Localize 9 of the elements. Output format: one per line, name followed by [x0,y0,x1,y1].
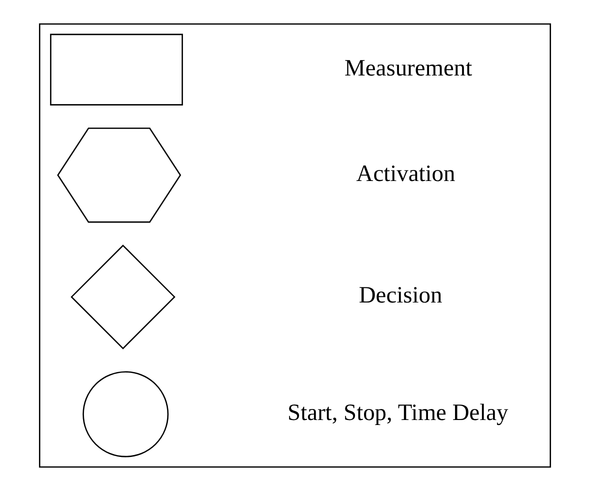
legend-label: Measurement [344,55,472,82]
node-diamond [70,244,176,350]
legend-label: Decision [358,282,442,309]
legend-label: Activation [356,160,456,187]
node-circle [82,371,169,458]
node-hexagon [57,128,182,223]
cluster [38,23,552,468]
node-box [50,34,183,106]
legend-label: Start, Stop, Time Delay [288,400,508,426]
